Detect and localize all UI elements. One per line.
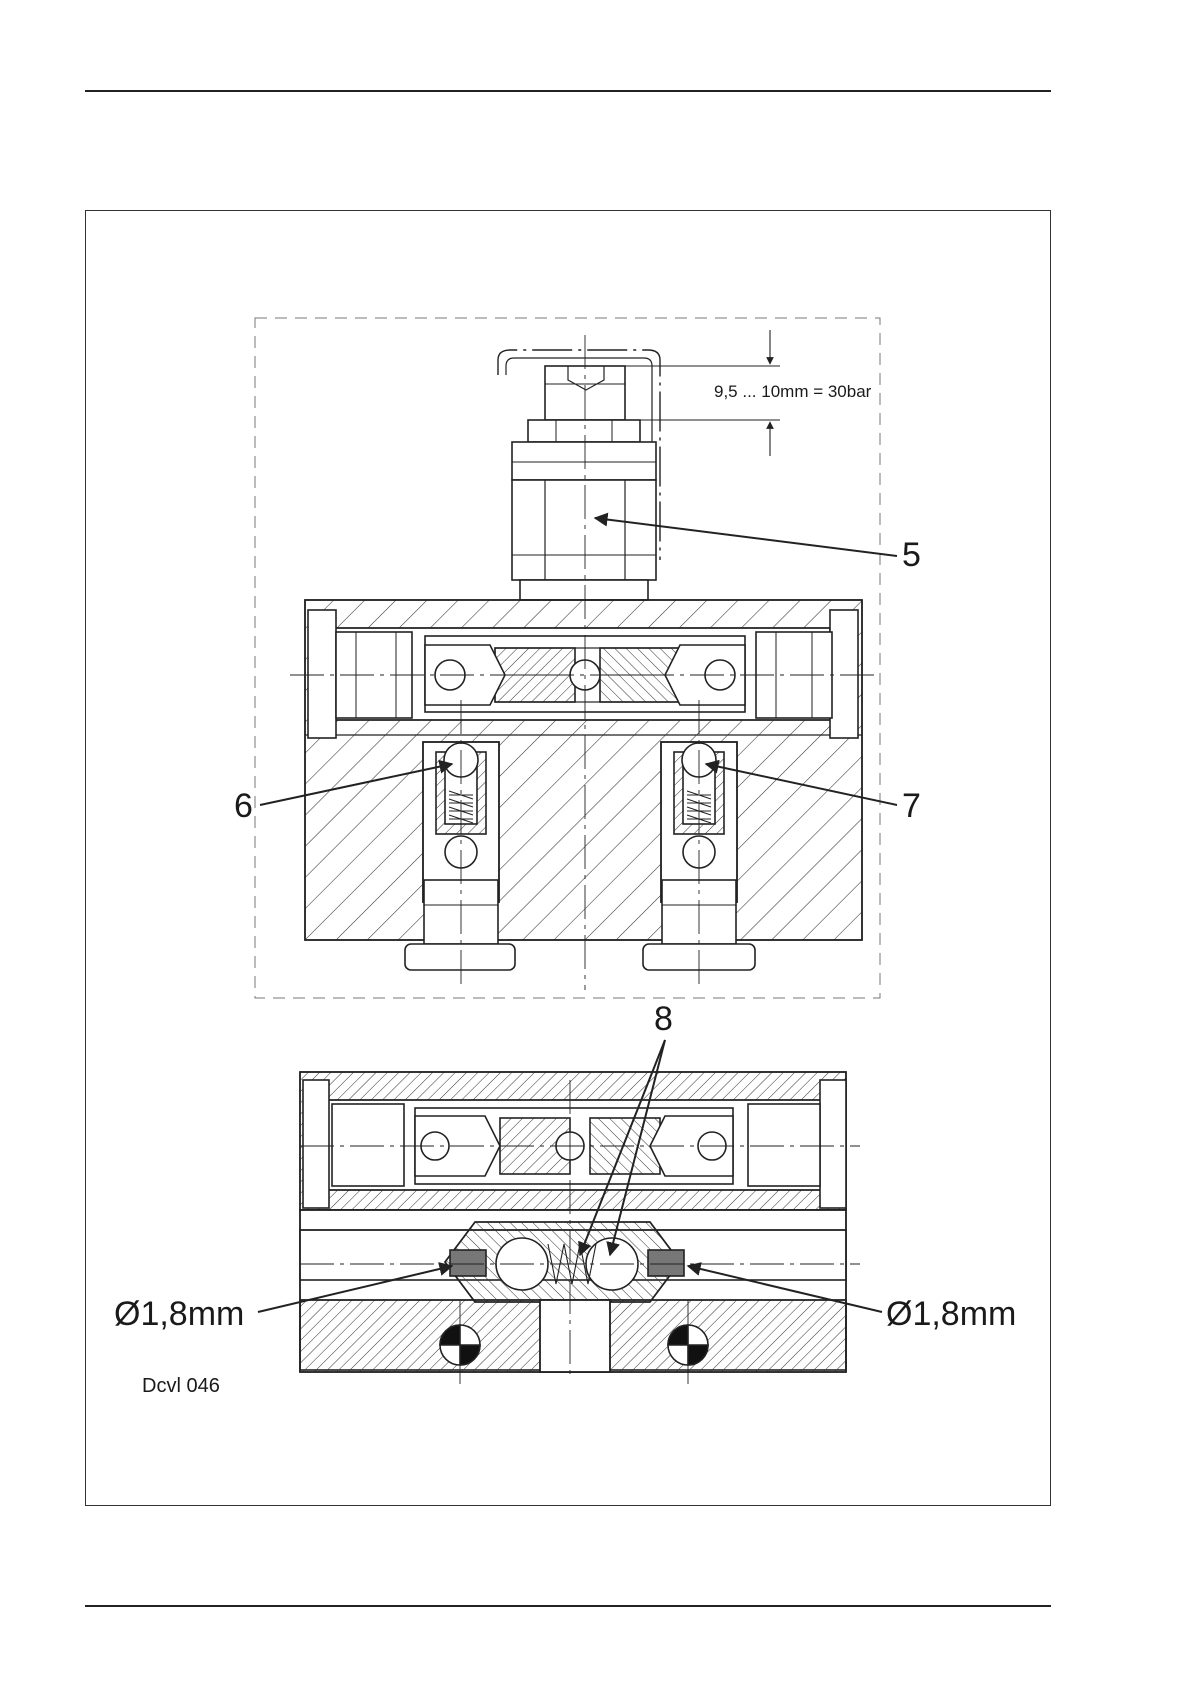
- figure-code: Dcvl 046: [142, 1375, 220, 1397]
- upper-assembly: [255, 318, 880, 998]
- dimension-label: 9,5 ... 10mm = 30bar: [714, 382, 872, 401]
- callout-8: 8: [654, 1000, 673, 1038]
- callout-7: 7: [902, 787, 921, 825]
- callout-5: 5: [902, 536, 921, 574]
- orifice-right-label: Ø1,8mm: [886, 1295, 1016, 1333]
- callout-6: 6: [234, 787, 253, 825]
- lower-assembly: [300, 1072, 860, 1385]
- orifice-left-label: Ø1,8mm: [114, 1295, 244, 1333]
